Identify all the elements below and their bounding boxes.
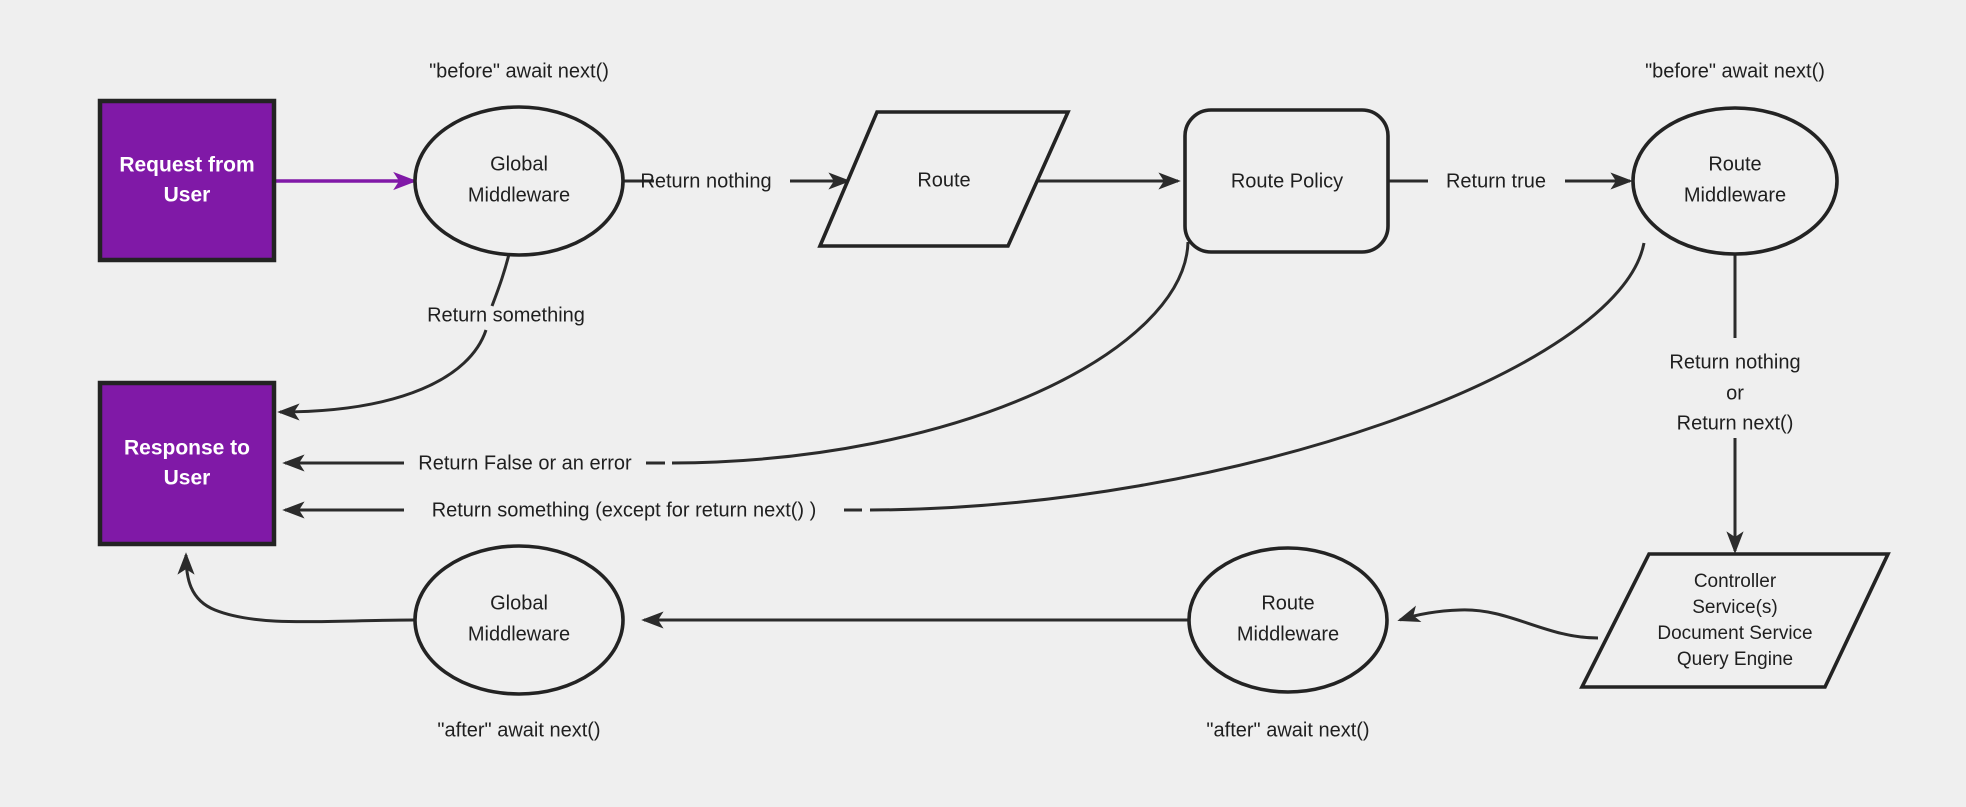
edge-global-bottom-to-response [177,552,415,624]
edge-global-middleware-return-something: Return something [277,245,585,421]
node-global-middleware-bottom[interactable]: Global Middleware [413,544,625,696]
node-controller-stack-line1: Controller [1694,571,1777,592]
node-controller-stack[interactable]: Controller Service(s) Document Service Q… [1579,552,1891,689]
edge-route-policy-return-false: Return False or an error [282,241,1190,477]
node-route-label: Route [917,169,970,191]
edge-label-return-next: Return next() [1677,412,1794,434]
node-route-middleware-bottom[interactable]: Route Middleware [1187,546,1389,694]
edge-label-backdrop-return-something-except [404,496,844,524]
node-response-to-user-line1: Response to [124,437,250,460]
edge-label-return-false-or-error: Return False or an error [418,452,632,474]
node-controller-stack-line3: Document Service [1657,623,1812,644]
edge-label-return-nothing: Return nothing [640,170,771,192]
annotation-after-await-next-left: "after" await next() [437,719,600,741]
edge-global-middleware-to-route: Return nothing [622,170,851,192]
edge-route-middleware-return-something: Return something (except for return next… [282,242,1646,524]
node-route-middleware-top-line2: Middleware [1684,184,1786,206]
node-route-middleware-top-line1: Route [1708,153,1761,175]
node-global-middleware-top-line1: Global [490,153,548,175]
annotation-before-await-next-right: "before" await next() [1645,60,1825,82]
node-request-from-user-line2: User [164,184,211,207]
edge-route-middleware-to-controller: Return nothing or Return next() [1669,245,1801,554]
edge-label-backdrop-return-false [404,449,646,477]
node-route-policy-label: Route Policy [1231,170,1343,192]
edge-label-or: or [1726,382,1744,404]
edge-controller-to-route-middleware-bottom [1397,605,1599,640]
node-controller-stack-line2: Service(s) [1692,597,1778,618]
node-request-from-user[interactable]: Request from User [97,98,277,263]
annotation-after-await-next-middle: "after" await next() [1206,719,1369,741]
node-global-middleware-bottom-line2: Middleware [468,623,570,645]
node-response-to-user-line2: User [164,467,211,490]
edge-label-return-something-except-next: Return something (except for return next… [432,499,817,521]
node-request-from-user-line1: Request from [119,154,254,177]
node-response-to-user[interactable]: Response to User [97,380,277,547]
edge-label-return-something: Return something [427,304,585,326]
edge-label-return-nothing-2: Return nothing [1669,351,1800,373]
node-route-policy[interactable]: Route Policy [1183,108,1390,254]
node-controller-stack-line4: Query Engine [1677,649,1793,670]
edge-route-policy-to-route-middleware: Return true [1389,170,1633,192]
node-route-middleware-bottom-line1: Route [1261,592,1314,614]
node-route-middleware-bottom-line2: Middleware [1237,623,1339,645]
node-route-middleware-top[interactable]: Route Middleware [1631,106,1839,256]
node-route[interactable]: Route [817,110,1071,248]
node-global-middleware-top[interactable]: Global Middleware [413,105,625,257]
edge-label-return-true: Return true [1446,170,1546,192]
node-global-middleware-bottom-line1: Global [490,592,548,614]
annotation-before-await-next-left: "before" await next() [429,60,609,82]
node-global-middleware-top-line2: Middleware [468,184,570,206]
